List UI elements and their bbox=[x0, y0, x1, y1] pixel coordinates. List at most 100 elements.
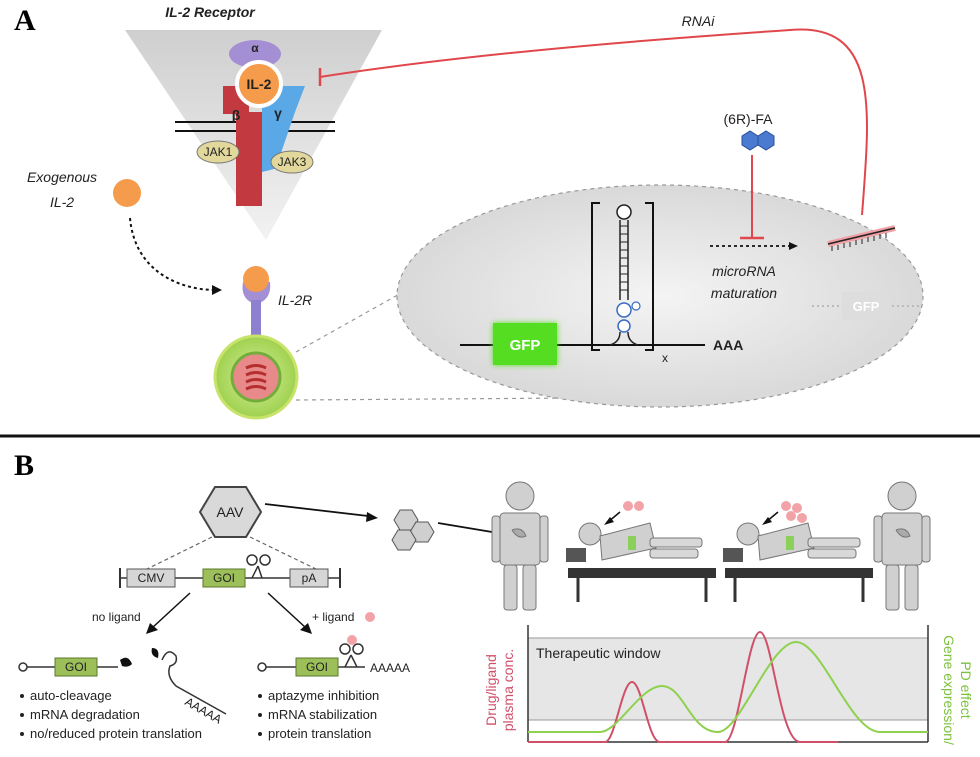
gfp-label: GFP bbox=[510, 337, 541, 354]
bullet-left-1: mRNA degradation bbox=[30, 707, 140, 722]
aptazyme-icon bbox=[246, 554, 271, 579]
alpha-label: α bbox=[251, 41, 259, 55]
beta-chain bbox=[236, 112, 262, 206]
dna-helix-icon bbox=[245, 364, 267, 391]
fa-label: (6R)-FA bbox=[724, 111, 774, 127]
bullet-right-1: mRNA stabilization bbox=[268, 707, 377, 722]
y-right-line2: PD effect bbox=[958, 661, 974, 718]
panel-b-letter: B bbox=[14, 449, 34, 482]
ligand-dot-icon bbox=[365, 612, 375, 622]
exogenous-il2-ball bbox=[113, 179, 141, 207]
goi-box bbox=[202, 568, 246, 588]
panel-a-letter: A bbox=[14, 4, 36, 37]
drug-dose-large-icon bbox=[762, 501, 807, 525]
goi-right-box bbox=[295, 657, 339, 677]
hospital-bed-1-icon bbox=[566, 522, 716, 602]
goi-left-box bbox=[54, 657, 98, 677]
microrna-hairpin-icon bbox=[609, 204, 641, 346]
exogenous-line2: IL-2 bbox=[50, 194, 74, 210]
exogenous-arrow bbox=[129, 217, 216, 291]
drug-concentration-curve bbox=[528, 630, 838, 743]
tail-right-label: AAAAA bbox=[370, 661, 410, 675]
cmv-box bbox=[126, 568, 176, 588]
no-ligand-arrow bbox=[151, 592, 191, 629]
repeat-times-label: x bbox=[662, 351, 668, 365]
therapeutic-window-band bbox=[528, 638, 928, 720]
bracket-right bbox=[645, 202, 654, 351]
alpha-subunit bbox=[229, 40, 281, 68]
il2r-label: IL-2R bbox=[278, 292, 312, 308]
plus-ligand-label: + ligand bbox=[312, 610, 354, 624]
standing-patient-left-icon bbox=[491, 481, 549, 611]
mature-mirna-duplex-icon bbox=[827, 225, 896, 251]
cleaved-fragment-a bbox=[120, 657, 132, 667]
aav-capsid-icon bbox=[198, 486, 263, 538]
tail-left-label: AAAAA bbox=[183, 694, 225, 726]
degrading-mrna-strand bbox=[161, 651, 227, 715]
ligand-arrowhead bbox=[300, 623, 312, 634]
pk-pd-chart: Therapeutic window bbox=[527, 625, 929, 743]
il2-ligand bbox=[235, 60, 283, 108]
aav-to-particles-arrow bbox=[264, 503, 369, 517]
goi-label: GOI bbox=[213, 571, 235, 585]
y-right-line1: Gene expression/ bbox=[941, 635, 957, 745]
cap-left-icon bbox=[18, 662, 28, 672]
gamma-label: γ bbox=[274, 105, 282, 121]
goi-right-label: GOI bbox=[306, 660, 328, 674]
pa-box bbox=[289, 568, 329, 588]
bullet-left-0: auto-cleavage bbox=[30, 688, 112, 703]
ghost-gfp-box bbox=[842, 292, 890, 320]
vector-dash-right bbox=[249, 536, 319, 571]
ligand-bound-aptazyme-icon bbox=[339, 635, 364, 668]
jak3-label: JAK3 bbox=[278, 155, 307, 169]
poly-a-label: AAA bbox=[713, 337, 743, 353]
y-left-line1: Drug/ligand bbox=[483, 654, 499, 726]
aav-label: AAV bbox=[217, 504, 245, 520]
il2r-stalk bbox=[251, 300, 261, 338]
particles-to-patient-arrow bbox=[437, 522, 499, 534]
cleaved-fragment-b bbox=[151, 648, 159, 658]
jak1-oval bbox=[196, 140, 240, 164]
bullets-left: auto-cleavage mRNA degradation no/reduce… bbox=[20, 688, 202, 741]
bracket-left bbox=[591, 202, 600, 351]
ligand-arrow bbox=[267, 592, 307, 629]
goi-left-label: GOI bbox=[65, 660, 87, 674]
gene-expression-curve bbox=[528, 640, 928, 734]
cell-nucleus bbox=[230, 351, 282, 403]
fa-molecule-icon bbox=[741, 130, 775, 151]
il2r-ligand bbox=[243, 266, 269, 292]
aav-arrowhead bbox=[366, 512, 378, 522]
rnai-label: RNAi bbox=[682, 13, 716, 29]
hospital-bed-2-icon bbox=[723, 522, 873, 602]
therapeutic-window-label: Therapeutic window bbox=[536, 645, 661, 661]
pa-label: pA bbox=[302, 571, 317, 585]
jak1-label: JAK1 bbox=[204, 145, 233, 159]
standing-patient-right-icon bbox=[873, 481, 931, 611]
y-left-line2: plasma conc. bbox=[500, 649, 516, 731]
rnai-inhibition-line bbox=[319, 28, 868, 216]
cap-right-icon bbox=[257, 662, 267, 672]
exogenous-line1: Exogenous bbox=[27, 169, 97, 185]
aav-particles-icon bbox=[391, 509, 435, 551]
gamma-chain bbox=[262, 86, 305, 172]
drug-dose-small-icon bbox=[604, 501, 644, 525]
bullet-right-0: aptazyme inhibition bbox=[268, 688, 379, 703]
cmv-label: CMV bbox=[138, 571, 165, 585]
gfp-box bbox=[493, 323, 557, 365]
vector-dash-left bbox=[144, 536, 213, 571]
ghost-gfp-label: GFP bbox=[853, 299, 880, 314]
no-ligand-label: no ligand bbox=[92, 610, 141, 624]
il2-label: IL-2 bbox=[247, 76, 272, 92]
bullets-right: aptazyme inhibition mRNA stabilization p… bbox=[258, 688, 379, 741]
maturation-arrowhead bbox=[789, 242, 798, 250]
exogenous-arrowhead bbox=[212, 285, 222, 295]
bullet-left-2: no/reduced protein translation bbox=[30, 726, 202, 741]
beta-label: β bbox=[232, 107, 241, 123]
receptor-title: IL-2 Receptor bbox=[165, 4, 256, 20]
jak3-oval bbox=[270, 150, 314, 174]
no-ligand-arrowhead bbox=[146, 623, 158, 634]
mirna-line2: maturation bbox=[711, 285, 777, 301]
zoom-line-bottom bbox=[295, 397, 576, 401]
bullet-right-2: protein translation bbox=[268, 726, 371, 741]
